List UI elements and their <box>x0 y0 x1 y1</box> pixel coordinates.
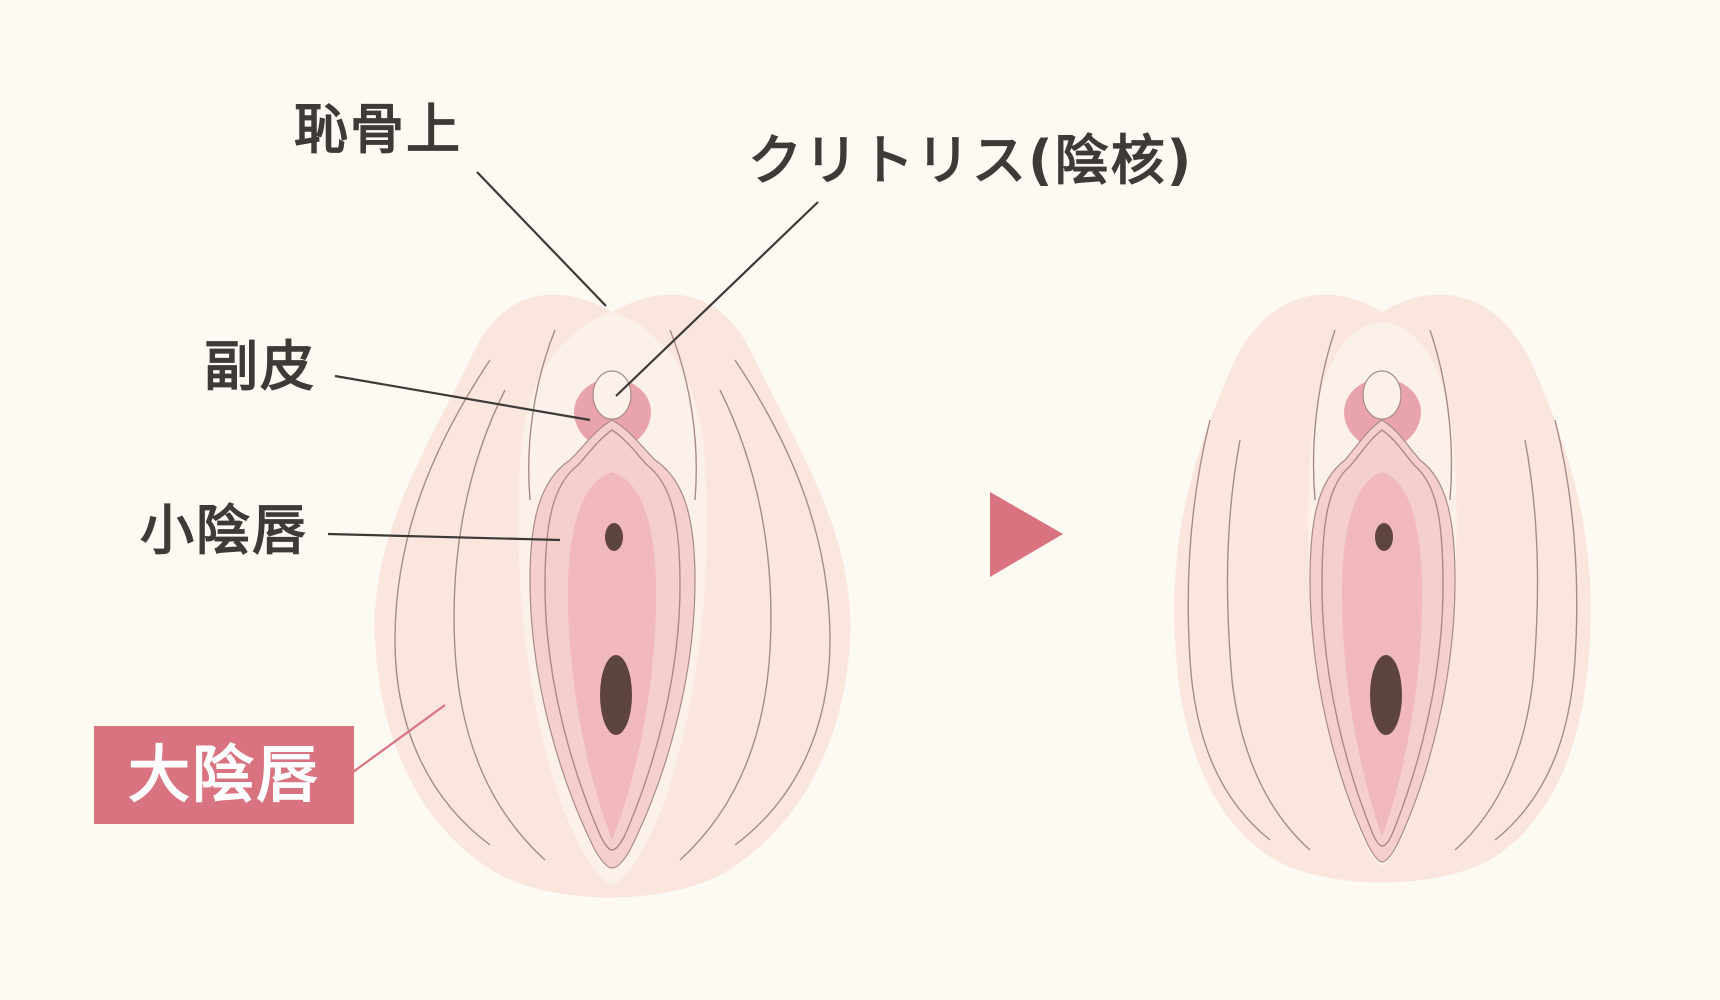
before-figure <box>374 294 851 898</box>
leader-line-pubis <box>476 171 607 307</box>
vestibule-shape <box>1341 472 1423 836</box>
vaginal-opening-shape <box>600 655 632 735</box>
fold-line <box>1454 439 1539 851</box>
play-triangle-icon <box>990 492 1063 577</box>
label-pubis: 恥骨上 <box>294 98 462 161</box>
clitoris-shape <box>1362 370 1402 420</box>
labia-minora-outline <box>544 429 681 851</box>
label-hood: 副皮 <box>204 335 316 398</box>
fold-line <box>1187 419 1271 841</box>
leader-line-clitoris <box>615 201 819 397</box>
after-figure <box>1174 294 1591 883</box>
urethra-shape <box>1375 523 1393 551</box>
leader-line-labia-minora <box>327 532 561 542</box>
fold-line <box>394 359 491 846</box>
fold-line <box>453 389 546 861</box>
label-clitoris: クリトリス(陰核) <box>748 129 1194 192</box>
clitoris-shape <box>592 370 632 420</box>
fold-line <box>1226 439 1311 851</box>
fold-line <box>669 329 697 501</box>
leader-line-hood <box>334 374 591 422</box>
fold-line <box>679 389 772 861</box>
vestibule-shape <box>567 472 657 840</box>
fold-line <box>1494 419 1578 841</box>
fold-line <box>1312 329 1336 501</box>
fold-line <box>734 359 831 846</box>
urethra-shape <box>605 523 623 551</box>
fold-line <box>1429 329 1453 501</box>
labia-minora-outline <box>1321 429 1444 847</box>
vaginal-opening-shape <box>1370 655 1402 735</box>
label-labia-minora: 小陰唇 <box>140 499 308 562</box>
leader-line-labia-majora <box>352 704 446 773</box>
label-labia-majora: 大陰唇 <box>94 726 354 824</box>
